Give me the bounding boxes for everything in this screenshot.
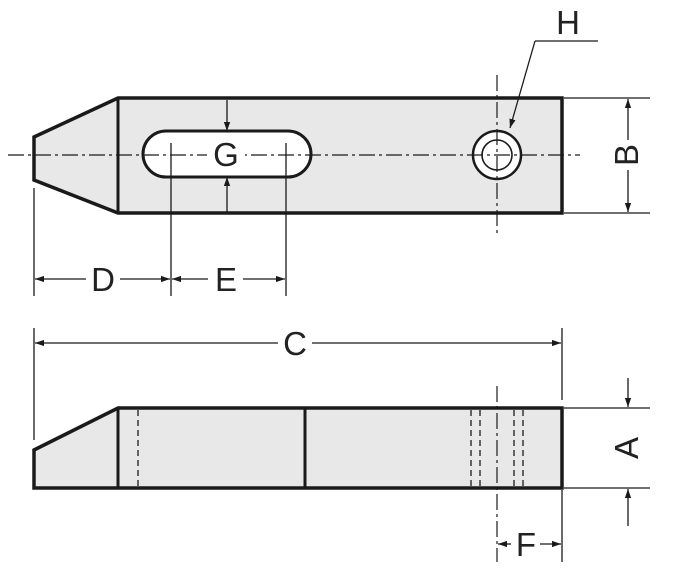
h-leader-arrow — [509, 40, 536, 129]
top-view — [8, 75, 580, 233]
b-label: B — [608, 144, 645, 166]
d-label: D — [91, 261, 115, 298]
dimension-c: C — [33, 325, 563, 440]
a-label: A — [608, 437, 645, 459]
side-view — [32, 386, 564, 562]
h-label: H — [556, 4, 580, 41]
g-label-bg — [207, 139, 245, 171]
dimension-b: B — [564, 97, 650, 214]
c-label: C — [283, 325, 307, 362]
e-label: E — [215, 261, 237, 298]
dimension-h: H — [509, 4, 598, 129]
g-label: G — [213, 136, 239, 173]
f-label: F — [516, 526, 536, 563]
dimension-g: G — [207, 100, 245, 213]
dimension-f: F — [498, 490, 563, 563]
dimension-a: A — [564, 378, 650, 526]
dimension-d-e: D E — [33, 143, 287, 298]
side-view-outline — [32, 406, 564, 490]
